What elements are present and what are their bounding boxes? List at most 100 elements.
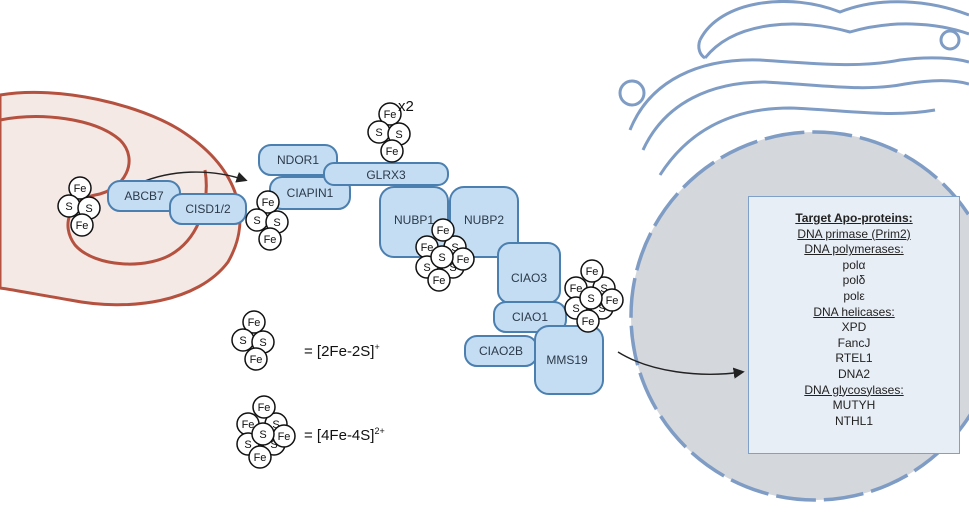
iron-atom	[427, 268, 451, 292]
iron-atom	[244, 347, 268, 371]
atom-label: Fe	[248, 317, 261, 329]
atom-label: Fe	[457, 254, 470, 266]
polymerase-item: polδ	[842, 273, 866, 288]
glycosylase-item: NTHL1	[834, 413, 873, 428]
atom-label: Fe	[386, 146, 399, 158]
iron-atom	[248, 445, 272, 469]
iron-atom	[70, 213, 94, 237]
atom-label: Fe	[254, 452, 267, 464]
protein-ndor1: NDOR1	[258, 144, 338, 176]
protein-cisd: CISD1/2	[169, 193, 247, 225]
protein-label: NDOR1	[277, 153, 319, 167]
arrow-mito-to-cytosol	[139, 171, 248, 184]
protein-label: NUBP2	[464, 213, 504, 227]
iron-atom	[380, 139, 404, 163]
atom-label: S	[572, 303, 579, 315]
atom-label: S	[259, 337, 266, 349]
atom-label: Fe	[437, 225, 450, 237]
endoplasmic-reticulum	[618, 0, 969, 176]
atom-label: S	[259, 429, 266, 441]
atom-label: Fe	[250, 354, 263, 366]
iron-atom	[431, 218, 455, 242]
legend-4fe4s-label: = [4Fe-4S]2+	[304, 426, 385, 444]
arrow-to-nucleus	[617, 351, 745, 379]
atom-label: S	[600, 283, 607, 295]
atom-label: S	[449, 262, 456, 274]
iron-atom	[258, 227, 282, 251]
atom-label: Fe	[258, 402, 271, 414]
helicase-item: FancJ	[837, 335, 871, 350]
legend-2fe2s-label: = [2Fe-2S]+	[304, 342, 380, 360]
target-apo-proteins-box: Target Apo-proteins: DNA primase (Prim2)…	[748, 196, 960, 454]
atom-label: Fe	[586, 266, 599, 278]
helicase-item: RTEL1	[835, 351, 873, 366]
protein-label: CIAPIN1	[287, 186, 334, 200]
atom-label: S	[253, 215, 260, 227]
helicase-item: DNA2	[837, 366, 870, 381]
protein-label: MMS19	[546, 353, 588, 367]
glycosylase-item: MUTYH	[832, 398, 876, 413]
iron-atom	[580, 259, 604, 283]
protein-ciao3: CIAO3	[497, 242, 561, 304]
atom-label: S	[587, 293, 594, 305]
helicases-header: DNA helicases:	[813, 304, 895, 319]
atom-label: Fe	[582, 316, 595, 328]
target-box-header: Target Apo-proteins:	[795, 211, 913, 225]
protein-label: ABCB7	[124, 189, 164, 203]
atom-label: Fe	[433, 275, 446, 287]
atom-label: Fe	[242, 419, 255, 431]
iron-atom	[68, 176, 92, 200]
atom-label: S	[65, 201, 72, 213]
cluster-multiplier: x2	[398, 98, 414, 115]
atom-label: Fe	[606, 295, 619, 307]
atom-label: S	[423, 262, 430, 274]
atom-label: S	[272, 419, 279, 431]
atom-label: S	[244, 439, 251, 451]
polymerases-header: DNA polymerases:	[804, 242, 904, 257]
iron-atom	[256, 190, 280, 214]
iron-atom	[378, 102, 402, 126]
atom-label: Fe	[570, 283, 583, 295]
atom-label: S	[273, 217, 280, 229]
protein-label: CISD1/2	[185, 202, 231, 216]
protein-ciao2b: CIAO2B	[464, 335, 538, 367]
atom-label: S	[438, 252, 445, 264]
atom-label: Fe	[264, 234, 277, 246]
atom-label: Fe	[262, 197, 275, 209]
protein-label: CIAO3	[511, 271, 547, 285]
target-primase: DNA primase (Prim2)	[797, 226, 911, 241]
polymerase-item: polα	[842, 257, 866, 272]
sulfur-atom	[251, 422, 275, 446]
protein-mms19: MMS19	[534, 325, 604, 395]
protein-label: NUBP1	[394, 213, 434, 227]
protein-abcb7: ABCB7	[107, 180, 181, 212]
protein-label: GLRX3	[366, 168, 406, 182]
atom-label: S	[270, 439, 277, 451]
atom-label: Fe	[76, 220, 89, 232]
atom-label: S	[239, 335, 246, 347]
atom-label: Fe	[421, 242, 434, 254]
iron-atom	[242, 310, 266, 334]
atom-label: S	[85, 203, 92, 215]
atom-label: S	[395, 129, 402, 141]
helicase-item: XPD	[841, 320, 867, 335]
protein-label: CIAO2B	[479, 344, 523, 358]
atom-label: Fe	[278, 431, 291, 443]
atom-label: Fe	[384, 109, 397, 121]
sulfur-atom	[430, 245, 454, 269]
atom-label: S	[451, 242, 458, 254]
iron-atom	[252, 395, 276, 419]
polymerase-item: polε	[843, 288, 865, 303]
glycosylases-header: DNA glycosylases:	[804, 382, 904, 397]
protein-ciao1: CIAO1	[493, 301, 567, 333]
atom-label: Fe	[74, 183, 87, 195]
